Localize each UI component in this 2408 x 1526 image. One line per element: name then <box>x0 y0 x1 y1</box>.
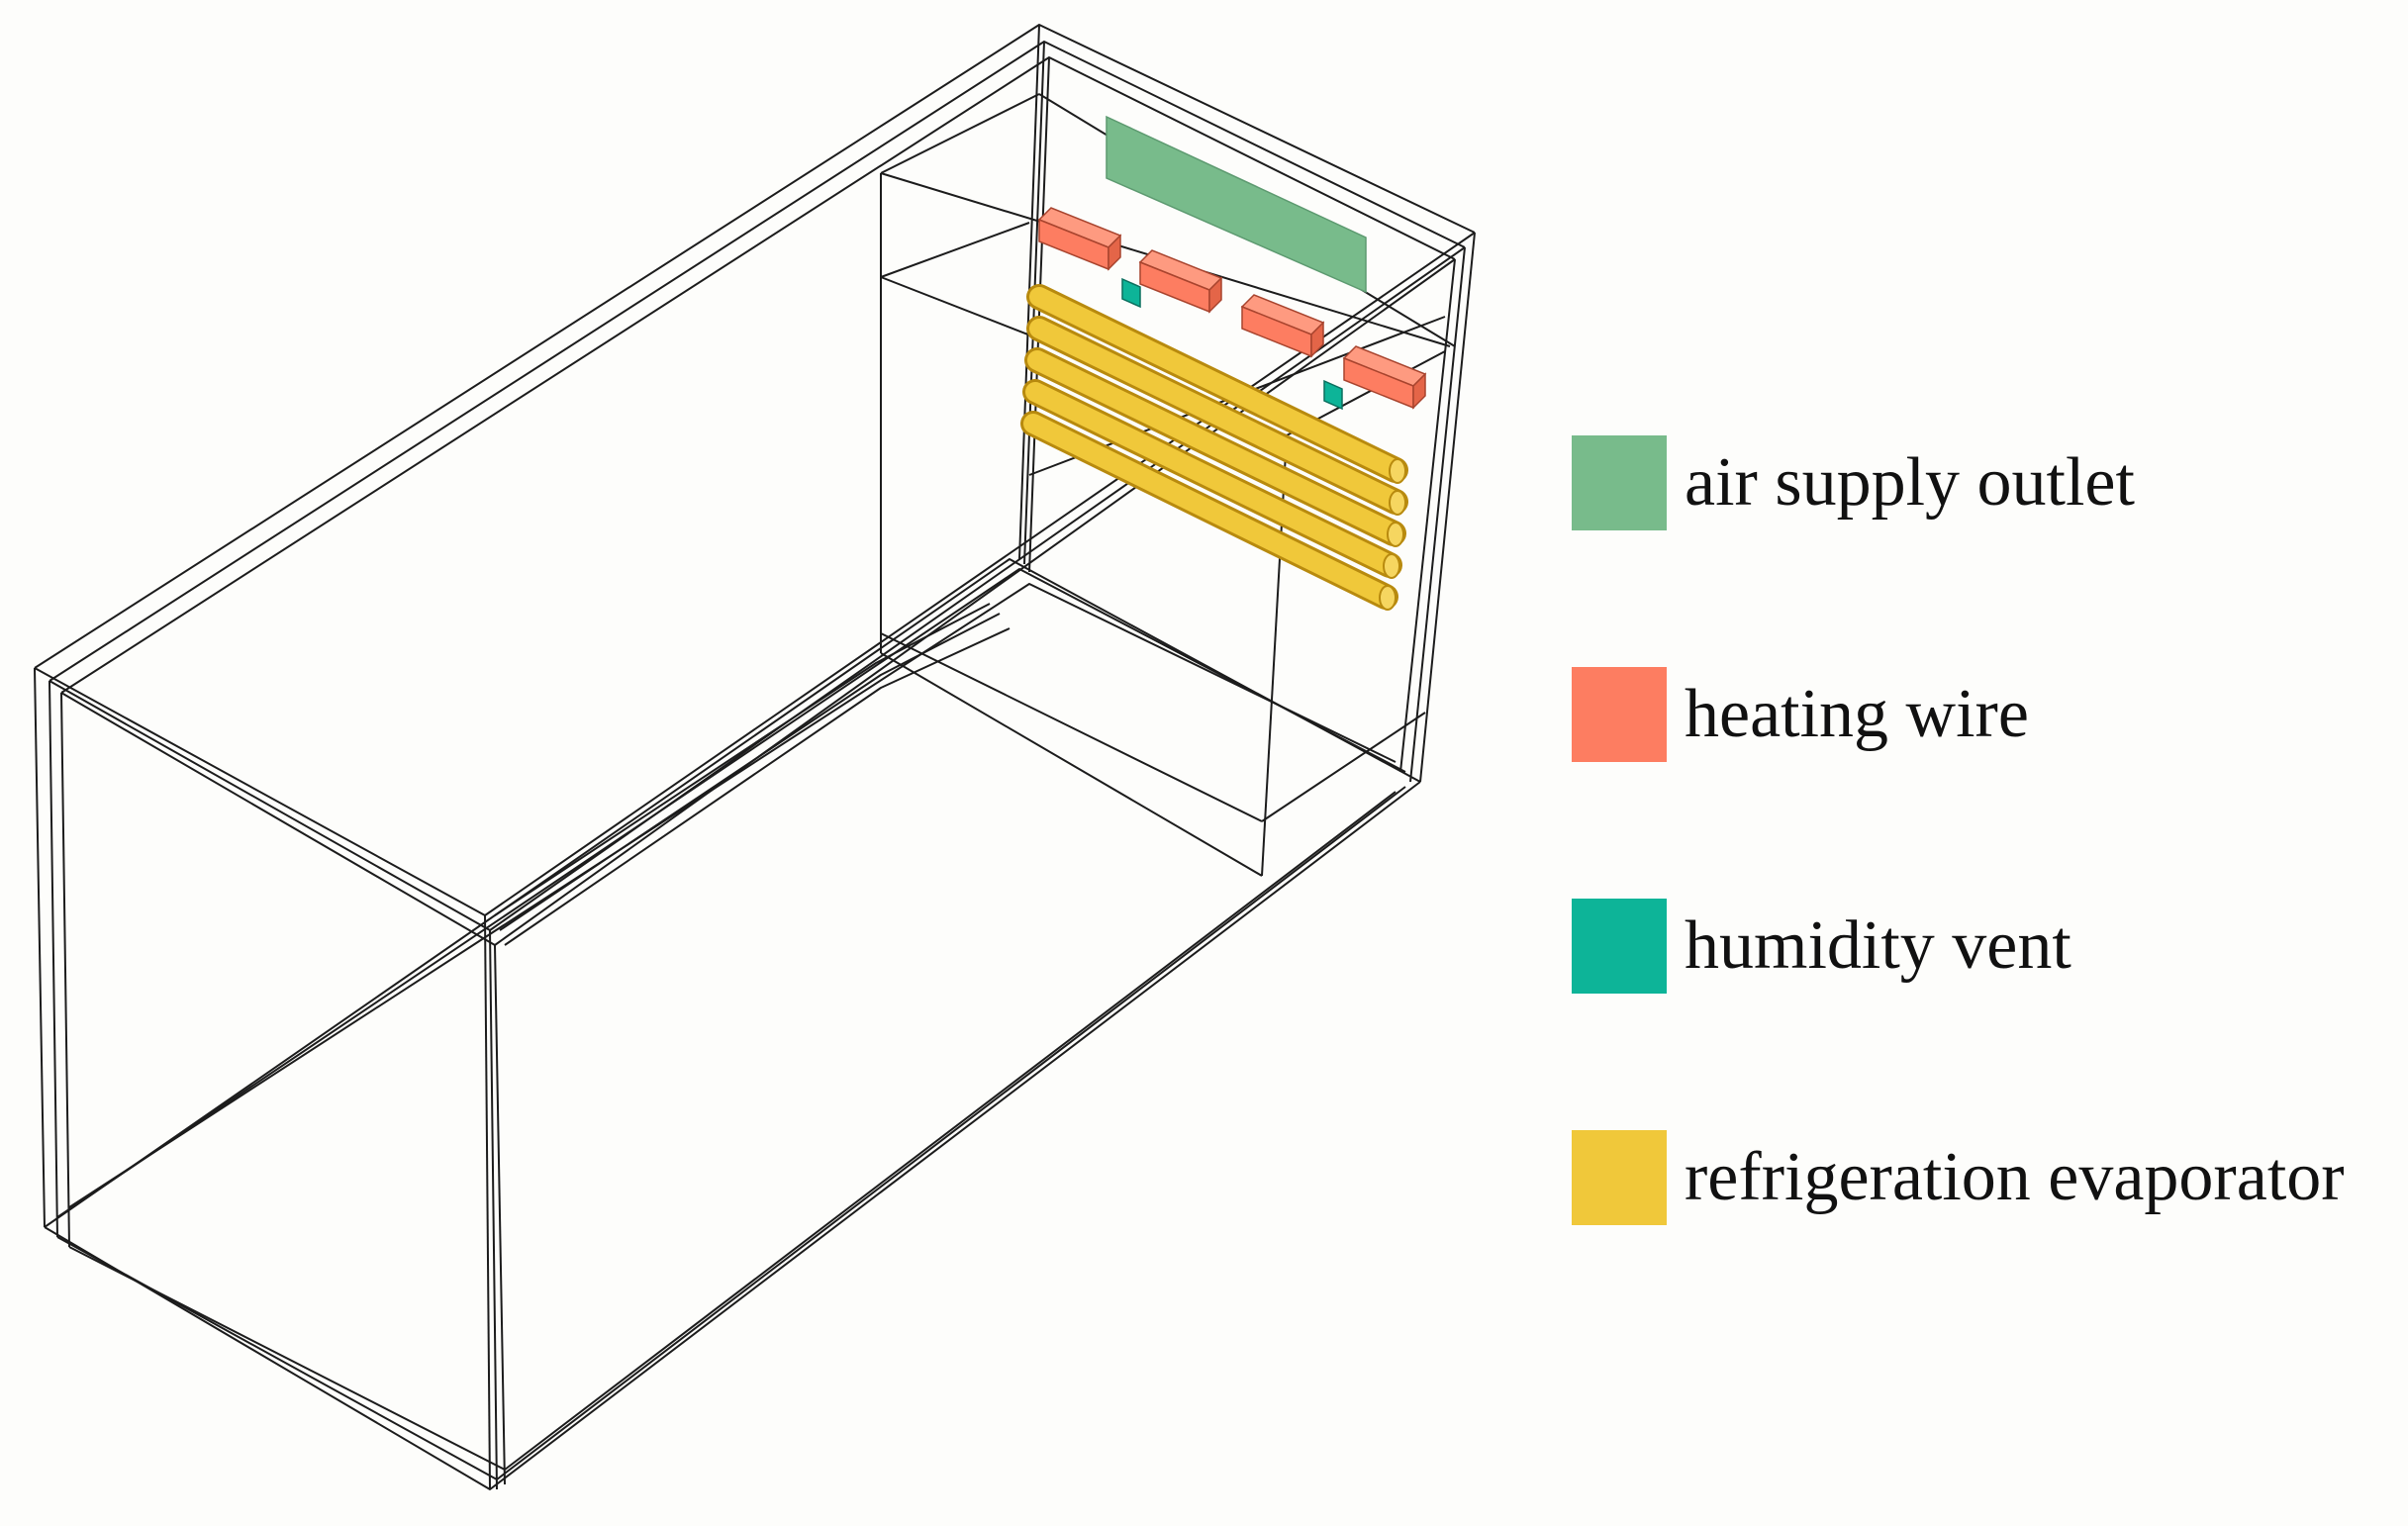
humidity-vent-shape <box>1323 379 1343 411</box>
heating-wire-block <box>1138 249 1223 314</box>
legend-label-air-supply-outlet: air supply outlet <box>1685 444 2135 521</box>
legend-item-heating-wire: heating wire <box>1572 667 2403 762</box>
humidity-vents <box>1121 277 1343 411</box>
evaporator-tubes <box>1020 284 1408 611</box>
legend-swatch-heating-wire <box>1572 667 1667 762</box>
heating-wires <box>1037 207 1427 410</box>
legend-label-humidity-vent: humidity vent <box>1685 907 2071 984</box>
evaporator-tube <box>1026 284 1408 484</box>
evaporator-tube <box>1020 411 1398 611</box>
evaporator-tube <box>1022 379 1402 579</box>
legend-swatch-humidity-vent <box>1572 899 1667 994</box>
heating-wire-block <box>1342 345 1427 410</box>
legend-label-refrigeration-evaporator: refrigeration evaporator <box>1685 1139 2345 1215</box>
legend-label-heating-wire: heating wire <box>1685 676 2029 752</box>
legend-item-refrigeration-evaporator: refrigeration evaporator <box>1572 1130 2403 1225</box>
legend-swatch-air-supply-outlet <box>1572 435 1667 530</box>
heating-wire-block <box>1240 294 1325 358</box>
humidity-vent-shape <box>1121 277 1141 309</box>
legend: air supply outlet heating wire humidity … <box>1572 435 2403 1362</box>
legend-item-air-supply-outlet: air supply outlet <box>1572 435 2403 530</box>
legend-swatch-refrigeration-evaporator <box>1572 1130 1667 1225</box>
evaporator-tube <box>1024 347 1406 547</box>
legend-item-humidity-vent: humidity vent <box>1572 899 2403 994</box>
evaporator-tube <box>1026 316 1408 516</box>
air-supply-outlet-shape <box>1106 115 1367 294</box>
container-frame <box>34 24 1476 1490</box>
heating-wire-block <box>1037 207 1122 271</box>
